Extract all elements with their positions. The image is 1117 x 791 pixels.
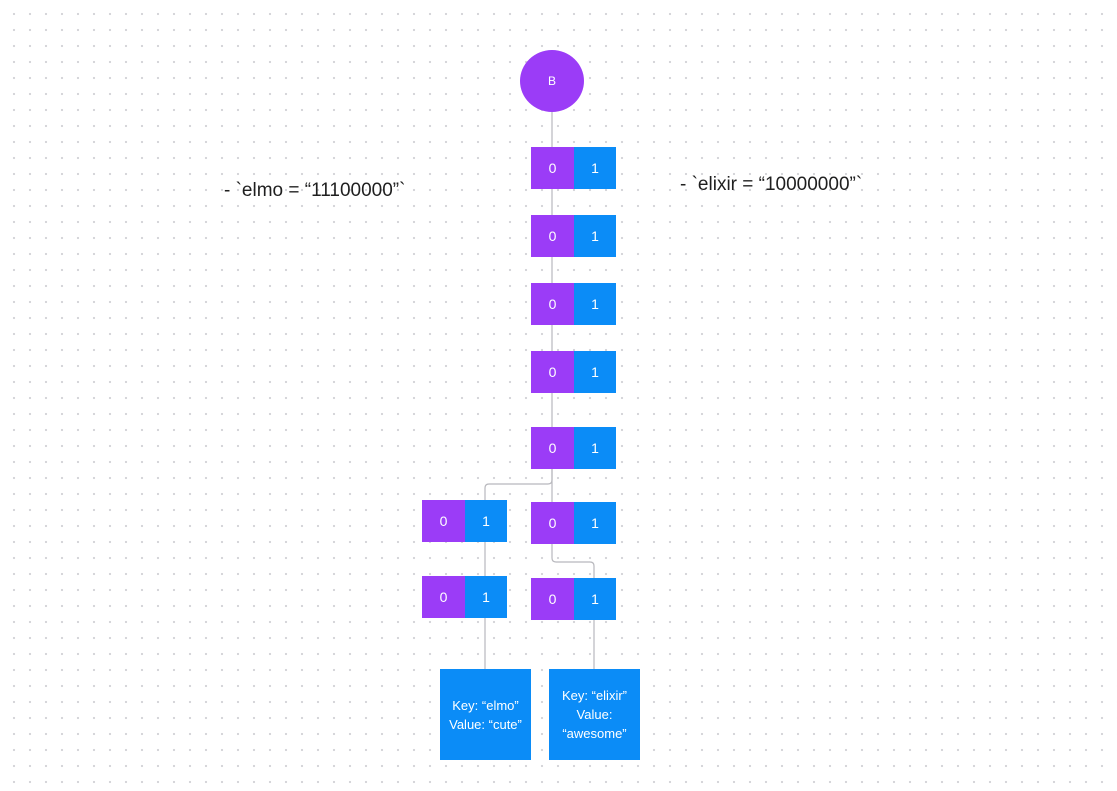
root-node[interactable]: B [520,50,584,112]
leaf-elmo[interactable]: Key: “elmo” Value: “cute” [440,669,531,760]
zero-branch-cell: 0 [531,147,574,189]
left-branch-node-2[interactable]: 0 1 [422,576,507,618]
leaf-key: Key: “elixir” [561,688,627,703]
leaf-value-label: Value: [576,707,613,722]
edge-right1-to-right2 [551,544,595,578]
leaf-value: “awesome” [562,726,627,741]
leaf-key: Key: “elmo” [452,697,519,713]
zero-branch-cell: 0 [531,502,574,544]
right-branch-node-2[interactable]: 0 1 [531,578,616,620]
zero-branch-cell: 0 [531,427,574,469]
trie-node-level-2[interactable]: 0 1 [531,215,616,257]
zero-branch-cell: 0 [531,578,574,620]
left-branch-node-1[interactable]: 0 1 [422,500,507,542]
one-branch-cell: 1 [465,500,507,542]
trie-node-level-3[interactable]: 0 1 [531,283,616,325]
leaf-value: Value: “cute” [449,716,522,732]
one-branch-cell: 1 [574,215,616,257]
one-branch-cell: 1 [574,147,616,189]
note-elixir: - `elixir = “10000000”` [680,174,863,195]
one-branch-cell: 1 [465,576,507,618]
right-branch-node-1[interactable]: 0 1 [531,502,616,544]
trie-node-level-1[interactable]: 0 1 [531,147,616,189]
one-branch-cell: 1 [574,578,616,620]
one-branch-cell: 1 [574,351,616,393]
edge-node5-to-left-branch [484,469,553,500]
one-branch-cell: 1 [574,502,616,544]
one-branch-cell: 1 [574,283,616,325]
leaf-elixir[interactable]: Key: “elixir” Value: “awesome” [549,669,640,760]
trie-node-level-4[interactable]: 0 1 [531,351,616,393]
trie-node-level-5[interactable]: 0 1 [531,427,616,469]
zero-branch-cell: 0 [531,215,574,257]
root-label: B [547,74,556,88]
zero-branch-cell: 0 [422,576,465,618]
zero-branch-cell: 0 [422,500,465,542]
note-elmo: - `elmo = “11100000”` [224,180,406,201]
one-branch-cell: 1 [574,427,616,469]
zero-branch-cell: 0 [531,283,574,325]
zero-branch-cell: 0 [531,351,574,393]
